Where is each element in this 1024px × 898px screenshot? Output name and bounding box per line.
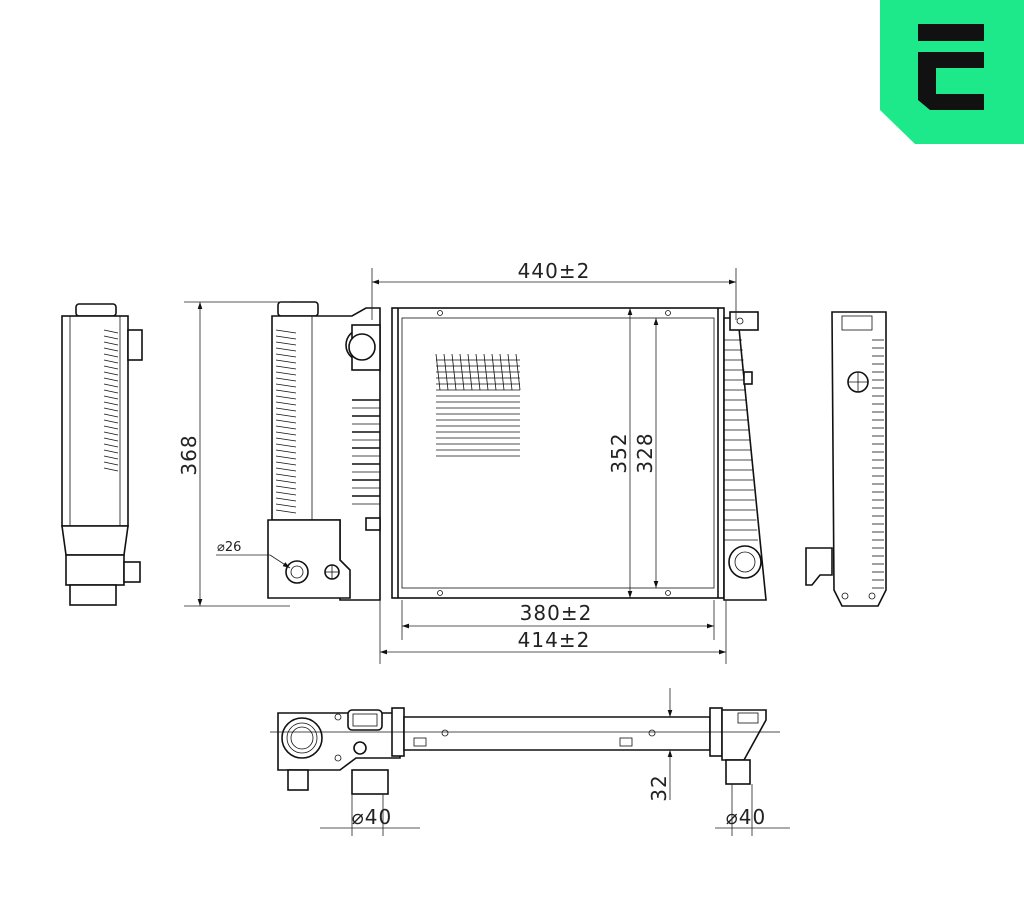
- drawing-line: [275, 407, 297, 412]
- dim-depth: 32: [647, 774, 671, 801]
- right-side-view: [805, 311, 887, 607]
- drawing-line: [275, 497, 297, 502]
- drawing-line: [275, 335, 297, 340]
- drawing-line: [103, 467, 119, 472]
- drawing-line: [103, 395, 119, 400]
- drawing-line: [515, 353, 521, 391]
- drawing-line: [275, 395, 297, 400]
- dim-outlet-diameter: ⌀40: [726, 805, 767, 829]
- drawing-line: [103, 407, 119, 412]
- drawing-line: [103, 341, 119, 346]
- drawing-line: [103, 347, 119, 352]
- drawing-line: [507, 353, 513, 391]
- drawing-line: [275, 509, 297, 514]
- drawing-line: [275, 449, 297, 454]
- dim-tank-width: 414±2: [518, 628, 591, 652]
- drawing-line: [103, 359, 119, 364]
- drawing-line: [103, 461, 119, 466]
- brand-logo: [880, 0, 1024, 144]
- drawing-line: [103, 425, 119, 430]
- drawing-line: [275, 341, 297, 346]
- drawing-line: [275, 419, 297, 424]
- drawing-line: [275, 443, 297, 448]
- drawing-line: [443, 353, 449, 391]
- drawing-line: [103, 419, 119, 424]
- dim-core-width: 380±2: [520, 601, 593, 625]
- dimension-lines: [184, 268, 790, 836]
- drawing-line: [103, 377, 119, 382]
- dim-overall-width: 440±2: [518, 259, 591, 283]
- drawing-line: [103, 353, 119, 358]
- drawing-line: [491, 353, 497, 391]
- left-side-view: [61, 303, 143, 606]
- drawing-line: [275, 437, 297, 442]
- drawing-line: [275, 389, 297, 394]
- drawing-line: [275, 413, 297, 418]
- drawing-line: [275, 485, 297, 490]
- drawing-line: [275, 479, 297, 484]
- drawing-line: [103, 401, 119, 406]
- drawing-line: [275, 377, 297, 382]
- top-view: [270, 707, 780, 795]
- drawing-line: [467, 353, 473, 391]
- drawing-line: [275, 461, 297, 466]
- drawing-line: [103, 413, 119, 418]
- drawing-line: [275, 383, 297, 388]
- drawing-line: [103, 437, 119, 442]
- drawing-line: [435, 353, 441, 391]
- drawing-line: [451, 353, 457, 391]
- drawing-line: [103, 443, 119, 448]
- drawing-line: [103, 455, 119, 460]
- drawing-line: [275, 473, 297, 478]
- dim-inlet-diameter: ⌀40: [352, 805, 393, 829]
- drawing-line: [275, 371, 297, 376]
- drawing-line: [275, 467, 297, 472]
- drawing-line: [103, 335, 119, 340]
- dim-small-port: ⌀26: [217, 540, 241, 555]
- drawing-line: [275, 353, 297, 358]
- drawing-line: [483, 353, 489, 391]
- drawing-line: [275, 503, 297, 508]
- drawing-line: [103, 329, 119, 334]
- drawing-line: [275, 431, 297, 436]
- drawing-line: [103, 449, 119, 454]
- drawing-line: [275, 401, 297, 406]
- drawing-line: [275, 329, 297, 334]
- drawing-line: [499, 353, 505, 391]
- drawing-line: [275, 347, 297, 352]
- front-view: [267, 301, 767, 601]
- drawing-line: [103, 383, 119, 388]
- drawing-line: [275, 365, 297, 370]
- drawing-line: [275, 359, 297, 364]
- drawing-line: [275, 425, 297, 430]
- drawing-line: [275, 455, 297, 460]
- drawing-line: [275, 491, 297, 496]
- drawing-line: [103, 365, 119, 370]
- dim-core-height-outer: 352: [607, 432, 631, 473]
- drawing-line: [459, 353, 465, 391]
- drawing-line: [103, 371, 119, 376]
- drawing-line: [475, 353, 481, 391]
- dim-core-height-inner: 328: [633, 432, 657, 473]
- drawing-line: [103, 431, 119, 436]
- drawing-line: [103, 389, 119, 394]
- dim-overall-height: 368: [177, 434, 201, 475]
